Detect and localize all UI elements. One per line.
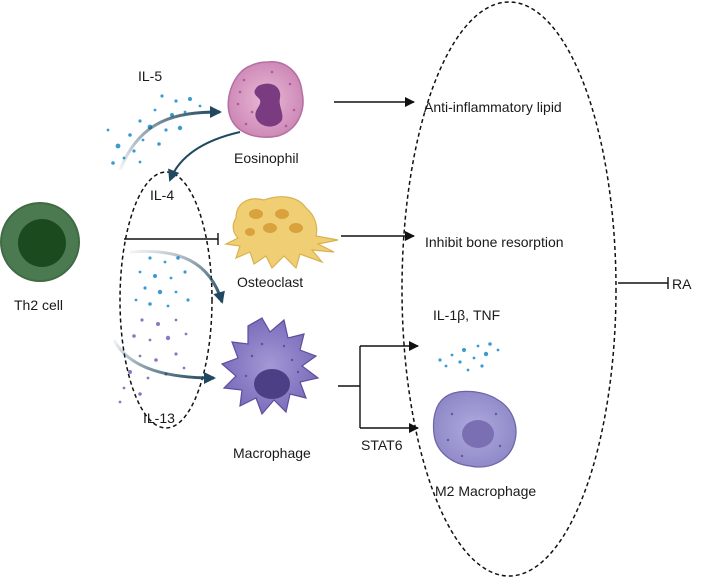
il1b-tnf-label: IL-1β, TNF [433,307,500,323]
il4-il13-cytokine-particles [118,256,190,404]
inhibit-bone-resorption-label: Inhibit bone resorption [425,234,564,250]
il13-label: IL-13 [143,410,175,426]
eosinophil-icon [227,61,304,138]
il4-label: IL-4 [150,187,174,203]
osteoclast-label: Osteoclast [237,274,303,290]
il5-to-eosinophil-arrow [118,106,222,171]
eosinophil-to-il4-arrow [168,131,241,182]
il13-to-macrophage-arrow [112,339,216,384]
m2-macrophage-label: M2 Macrophage [435,483,536,499]
th2-cell-label: Th2 cell [14,297,63,313]
m2-macrophage-icon [432,390,517,468]
il1b-tnf-particles [438,342,500,372]
macrophage-icon [220,317,320,416]
ra-label: RA [672,276,692,292]
cytokine-pool-boundary [119,171,213,429]
th2-cell-icon [0,202,80,282]
stat6-label: STAT6 [361,437,403,453]
eosinophil-label: Eosinophil [234,150,299,166]
il5-label: IL-5 [138,68,162,84]
anti-inflammatory-lipid-label: Anti-inflammatory lipid [424,99,562,115]
il5-cytokine-particles [106,94,202,165]
il4-to-macrophage-arrow [129,249,225,304]
ra-effects-boundary [401,1,617,577]
osteoclast-icon [224,196,339,270]
macrophage-label: Macrophage [233,445,311,461]
